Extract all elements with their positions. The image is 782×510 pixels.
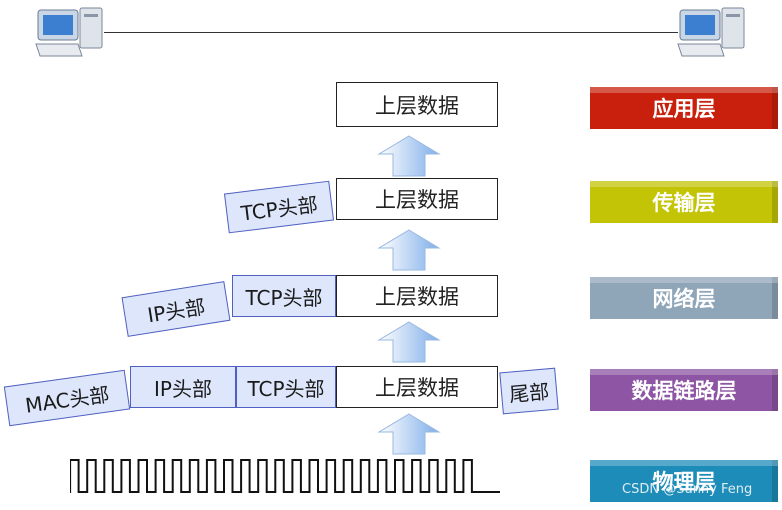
ip-header-datalink: IP头部 <box>130 366 236 408</box>
square-wave-icon <box>70 459 500 493</box>
arrow-up-icon <box>377 135 441 177</box>
ip-header-network: IP头部 <box>121 281 231 337</box>
layer-application: 应用层 <box>590 87 778 129</box>
arrow-up-icon <box>377 229 441 271</box>
tcp-header-network: TCP头部 <box>232 275 336 317</box>
tcp-header-transport: TCP头部 <box>223 180 335 234</box>
mac-header-datalink: MAC头部 <box>3 369 131 427</box>
watermark: CSDN @Sunny Feng <box>622 482 753 497</box>
upper-data-box-app: 上层数据 <box>336 82 498 127</box>
layer-network: 网络层 <box>590 277 778 319</box>
upper-data-box-transport: 上层数据 <box>336 178 498 220</box>
layer-datalink: 数据链路层 <box>590 369 778 411</box>
tcp-header-datalink: TCP头部 <box>236 366 336 408</box>
computer-right-icon <box>677 7 745 57</box>
trailer-datalink: 尾部 <box>499 367 559 415</box>
arrow-up-icon <box>377 413 441 455</box>
layer-physical: 物理层 <box>590 460 778 502</box>
upper-data-box-datalink: 上层数据 <box>336 366 498 408</box>
upper-data-box-network: 上层数据 <box>336 275 498 317</box>
computer-left-icon <box>35 7 103 57</box>
layer-transport: 传输层 <box>590 181 778 223</box>
connection-line <box>104 32 678 33</box>
arrow-up-icon <box>377 321 441 363</box>
